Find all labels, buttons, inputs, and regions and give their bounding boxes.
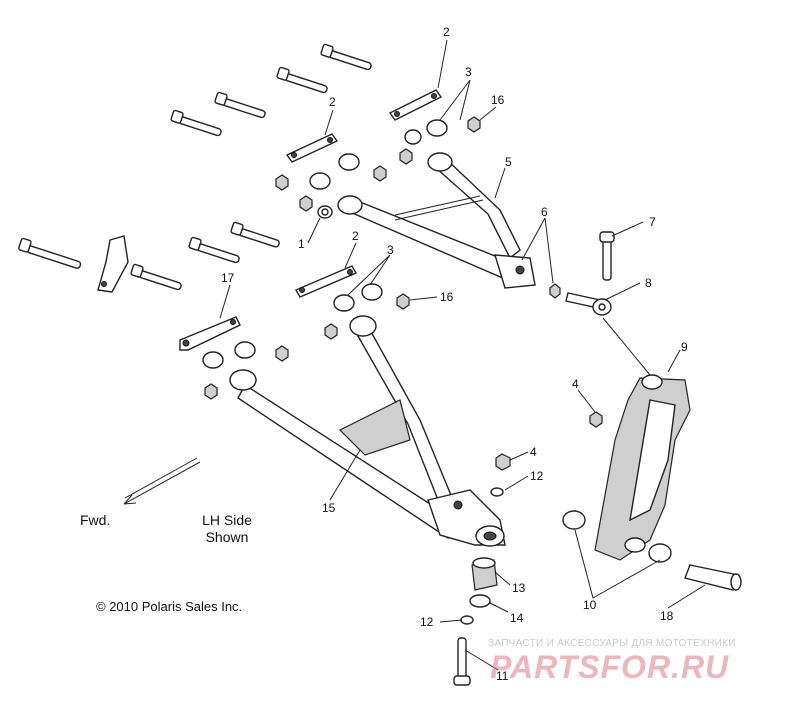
side-label-line1: LH Side	[202, 512, 252, 528]
spindle-knuckle	[589, 374, 691, 561]
tie-rod-bolt	[599, 231, 615, 281]
upper-bushings	[309, 119, 448, 190]
washer-upper	[490, 487, 504, 497]
callout-12: 12	[420, 615, 434, 629]
callout-16: 16	[491, 93, 505, 107]
sleeve-18	[684, 564, 742, 591]
lower-nuts	[204, 293, 410, 400]
callout-1: 1	[298, 237, 305, 251]
side-label-line2: Shown	[205, 529, 249, 545]
bolt	[18, 237, 82, 269]
lower-plate-front	[179, 316, 241, 351]
lower-plate-rear	[295, 265, 357, 298]
watermark-logo-text: PARTSFOR.RU	[490, 649, 729, 685]
side-shown-label: LH Side Shown	[190, 512, 264, 546]
upper-plate-front	[285, 133, 339, 163]
callout-14: 14	[510, 611, 524, 625]
callout-4: 4	[530, 445, 537, 459]
forward-arrow-icon	[123, 457, 201, 505]
watermark-logo: PARTSFOR.RU	[490, 649, 729, 685]
lower-bolt	[453, 637, 471, 686]
washer-item-1	[317, 205, 333, 219]
callout-16: 16	[440, 290, 454, 304]
washer-lower	[460, 615, 474, 625]
callout-3: 3	[465, 65, 472, 79]
forward-label: Fwd.	[80, 512, 111, 528]
bolt	[214, 91, 266, 119]
callout-9: 9	[681, 340, 688, 354]
callout-15: 15	[322, 501, 336, 515]
upper-bolt-group	[170, 43, 372, 137]
callout-12: 12	[530, 469, 544, 483]
tie-rod-end	[565, 292, 612, 316]
copyright-notice: © 2010 Polaris Sales Inc.	[96, 599, 243, 614]
callout-4: 4	[572, 377, 579, 391]
snap-ring	[469, 594, 491, 608]
bolt	[276, 66, 328, 94]
upper-nuts	[275, 116, 481, 212]
callout-13: 13	[512, 581, 526, 595]
bolt	[320, 43, 372, 71]
upper-plate-rear	[388, 89, 443, 121]
ball-joint-nut	[495, 453, 511, 471]
bolt	[188, 236, 240, 264]
bolt	[230, 221, 280, 248]
callout-10: 10	[583, 598, 597, 612]
callout-numbers: 2 3 16 2 5 6 7 8 9 1 2 3 16 17 4 4 12 15…	[221, 25, 688, 683]
callout-6: 6	[541, 205, 548, 219]
lower-bolt-group	[18, 221, 280, 291]
spindle-bushing	[562, 510, 672, 563]
lower-bushings	[202, 283, 383, 369]
upper-a-arm	[337, 152, 561, 299]
ball-joint	[471, 557, 498, 591]
callout-8: 8	[645, 276, 652, 290]
callout-2: 2	[443, 25, 450, 39]
callout-18: 18	[660, 609, 674, 623]
callout-7: 7	[649, 215, 656, 229]
callout-3: 3	[387, 243, 394, 257]
bracket-left	[97, 235, 129, 293]
callout-2: 2	[352, 229, 359, 243]
callout-2: 2	[329, 95, 336, 109]
bolt	[130, 263, 182, 291]
callout-17: 17	[221, 271, 235, 285]
bolt	[170, 109, 222, 137]
leader-lines	[219, 39, 706, 671]
callout-11: 11	[496, 669, 509, 683]
watermark-tagline: ЗАПЧАСТИ И АКСЕССУАРЫ ДЛЯ МОТОТЕХНИКИ	[488, 638, 736, 649]
callout-5: 5	[505, 155, 512, 169]
lower-a-arm	[229, 315, 506, 547]
